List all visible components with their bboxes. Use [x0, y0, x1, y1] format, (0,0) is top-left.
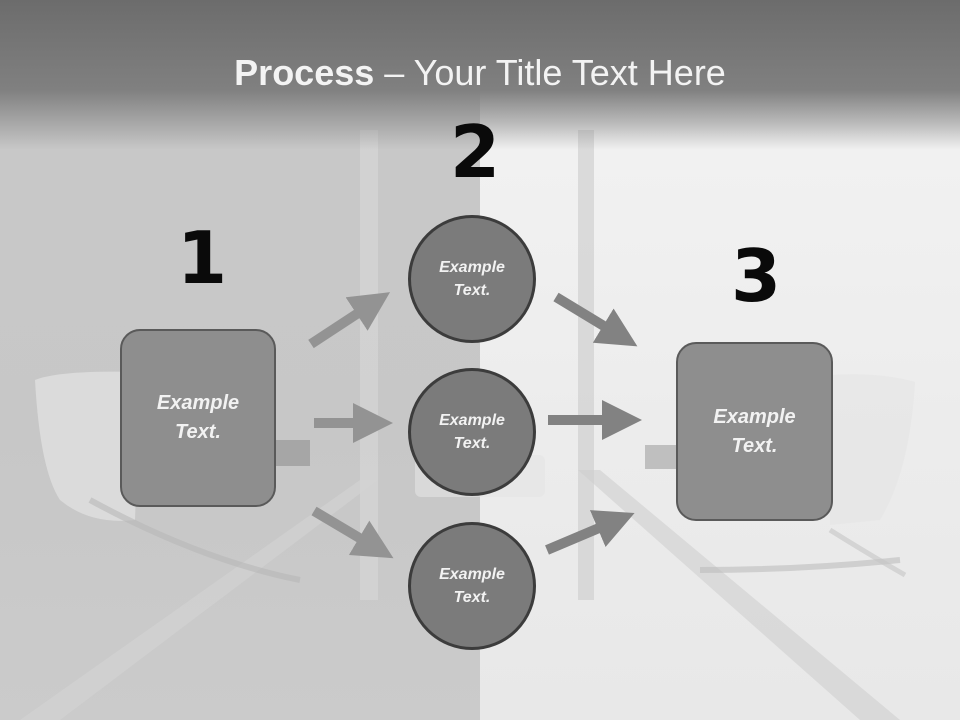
arrow-2-top-to-3-icon	[553, 292, 638, 347]
step-2-circle-middle: Example Text.	[408, 368, 536, 496]
arrow-2-bottom-to-3-icon	[545, 510, 635, 555]
step-2-circle-top-label: Example Text.	[439, 259, 505, 299]
slide-title-bold: Process	[234, 52, 375, 93]
step-3-box: Example Text.	[676, 342, 833, 521]
step-1-label: Example Text.	[156, 392, 240, 443]
arrow-1-to-2-top-icon	[308, 292, 391, 349]
step-number-2: 2	[450, 110, 501, 194]
step-2-circle-bottom-label: Example Text.	[439, 566, 505, 606]
step-3-label: Example Text.	[713, 405, 796, 457]
step-1-box: Example Text.	[120, 329, 276, 507]
slide-title-rest: – Your Title Text Here	[374, 52, 726, 93]
step-2-circle-top: Example Text.	[408, 215, 536, 343]
slide-title: Process – Your Title Text Here	[0, 52, 960, 94]
title-band	[0, 0, 960, 150]
arrow-1-to-2-bottom-icon	[311, 506, 394, 559]
step-2-circle-middle-label: Example Text.	[439, 412, 505, 452]
step-2-circle-bottom: Example Text.	[408, 522, 536, 650]
step-number-1: 1	[177, 216, 228, 300]
step-number-3: 3	[731, 234, 782, 318]
